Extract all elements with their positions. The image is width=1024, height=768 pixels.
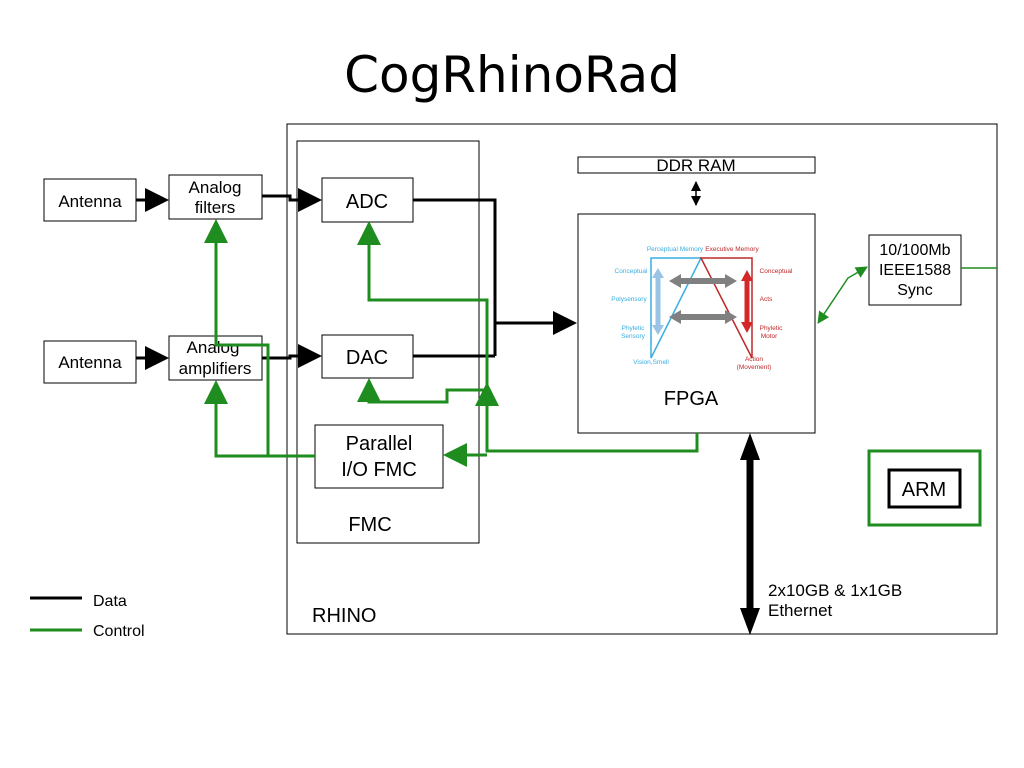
analog-filters-line2: filters [195, 198, 236, 217]
left-phyletic-label: Phyletic [622, 325, 646, 332]
cognitive-cycle-figure: Perceptual Memory Executive Memory Conce… [611, 246, 793, 371]
gray-arrow-bottom-left-head [669, 310, 681, 324]
perceptual-axis-head-up [652, 268, 664, 278]
executive-triangle [699, 257, 753, 359]
ethernet-arrow-up [740, 433, 760, 460]
slide-title: CogRhinoRad [344, 46, 680, 104]
analog-amplifiers-line2: amplifiers [179, 359, 252, 378]
right-acts-label: Acts [760, 296, 773, 303]
data-amplifiers-to-dac [262, 344, 322, 368]
fmc-label: FMC [348, 514, 391, 536]
antenna-top-box [43, 178, 137, 222]
executive-memory-label: Executive Memory [705, 246, 759, 253]
sync-line1: 10/100Mb [879, 242, 950, 259]
adc-label: ADC [346, 191, 388, 213]
dac-label: DAC [346, 347, 388, 369]
adc-box [321, 177, 414, 223]
right-motor-label: Motor [761, 333, 778, 340]
gray-arrow-bottom-right-head [725, 310, 737, 324]
gray-arrow-top-right-head [725, 274, 737, 288]
executive-axis-head-up [741, 270, 753, 281]
control-sync-link [817, 266, 868, 324]
sync-box [868, 234, 962, 306]
arm-label: ARM [902, 479, 946, 501]
antenna-bottom-box [43, 340, 137, 384]
right-action-label: Action [745, 356, 763, 363]
data-filters-to-adc [262, 188, 322, 212]
antenna-top-label: Antenna [58, 192, 122, 211]
dac-box [321, 334, 414, 379]
control-to-adc [357, 221, 489, 425]
control-parallel-io-to-amplifiers [204, 380, 315, 458]
antenna-bottom-label: Antenna [58, 353, 122, 372]
right-conceptual-label: Conceptual [760, 268, 793, 275]
left-polysensory-label: Polysensory [611, 296, 647, 303]
ethernet-line1: 2x10GB & 1x1GB [768, 581, 902, 600]
ddr-ram-box [577, 156, 816, 174]
legend-control-label: Control [93, 623, 145, 640]
ddr-ram-label: DDR RAM [656, 156, 735, 175]
perceptual-memory-label: Perceptual Memory [647, 246, 704, 253]
control-to-dac [357, 378, 489, 404]
perceptual-triangle [650, 257, 703, 359]
perceptual-axis-head-down [652, 325, 664, 335]
parallel-io-line1: Parallel [346, 433, 413, 455]
analog-amplifiers-line1: Analog [187, 338, 240, 357]
control-fpga-to-parallel-io [475, 382, 699, 453]
fpga-box [577, 213, 816, 434]
left-conceptual-label: Conceptual [615, 268, 648, 275]
left-vision-smell-label: Vision,Smell [633, 359, 669, 366]
analog-filters-line1: Analog [189, 178, 242, 197]
data-adc-to-bus [413, 198, 497, 356]
gray-arrow-top-left-head [669, 274, 681, 288]
fmc-box [296, 140, 480, 544]
left-sensory-label: Sensory [621, 333, 646, 340]
sync-line2: IEEE1588 [879, 262, 951, 279]
analog-filters-box [168, 174, 263, 220]
rhino-box [286, 123, 998, 635]
ethernet-arrow-down [740, 608, 760, 635]
arm-inner-box [887, 468, 962, 509]
right-movement-label: (Movement) [737, 364, 772, 371]
ethernet-line2: Ethernet [768, 601, 833, 620]
right-phyletic-label: Phyletic [760, 325, 784, 332]
rhino-label: RHINO [312, 605, 376, 627]
parallel-io-box [314, 424, 444, 489]
arm-outer-box [867, 449, 982, 527]
legend: Data Control [30, 593, 145, 640]
parallel-io-line2: I/O FMC [341, 459, 417, 481]
sync-line3: Sync [897, 282, 933, 299]
fpga-label: FPGA [664, 388, 719, 410]
legend-data-label: Data [93, 593, 127, 610]
executive-axis-head-down [741, 322, 753, 333]
